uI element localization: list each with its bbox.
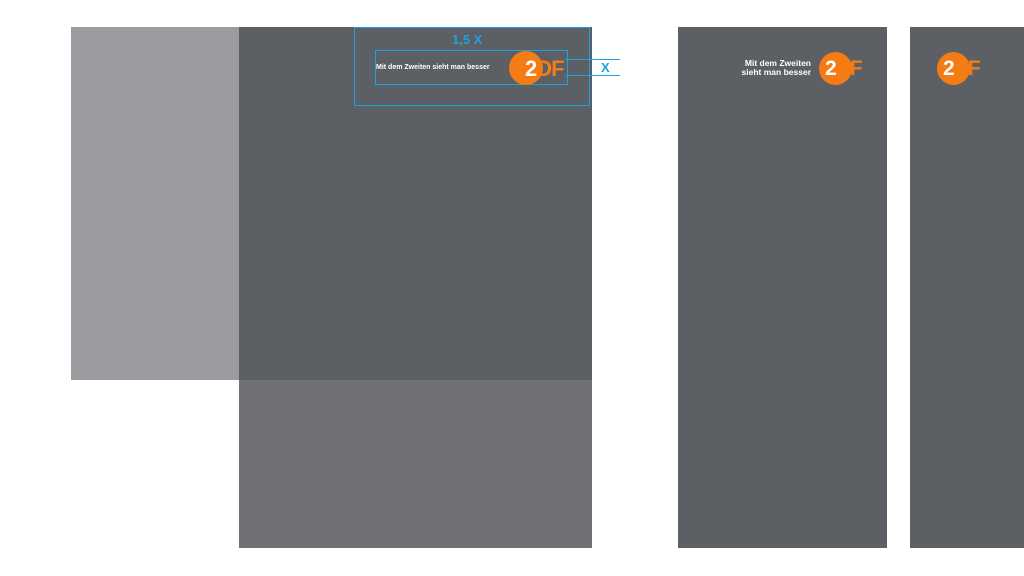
slogan-text: Mit dem Zweiten sieht man besser xyxy=(376,64,490,71)
logo-wordmark: 2DF xyxy=(943,57,981,81)
clearspace-inner-guide xyxy=(375,50,568,85)
x-guide-bottom-line xyxy=(565,75,620,76)
logo-orange-circle xyxy=(819,52,852,85)
x-dimension-label: X xyxy=(601,60,610,75)
light-gray-panel xyxy=(71,27,239,380)
vertical-banner-narrow xyxy=(910,27,1024,548)
zdf-logo: 2DF xyxy=(509,51,569,85)
bottom-gray-panel xyxy=(239,380,592,548)
logo-letters-df: DF xyxy=(835,57,863,80)
vertical-banner-wide xyxy=(678,27,887,548)
zdf-logo-banner: 2DF xyxy=(819,52,869,86)
x-guide-top-line xyxy=(565,59,620,60)
logo-letter-z: 2 xyxy=(525,56,537,81)
zdf-logo-narrow: 2DF xyxy=(937,52,987,86)
logo-wordmark: 2DF xyxy=(825,57,863,81)
logo-letter-z: 2 xyxy=(825,57,837,80)
logo-orange-circle xyxy=(509,51,543,85)
logo-letters-df: DF xyxy=(536,56,564,81)
logo-wordmark: 2DF xyxy=(525,56,565,82)
logo-orange-circle xyxy=(937,52,970,85)
logo-letter-z: 2 xyxy=(943,57,955,80)
outer-dimension-label: 1,5 X xyxy=(452,32,483,47)
clearspace-outer-guide xyxy=(354,27,590,106)
logo-letters-df: DF xyxy=(953,57,981,80)
slogan-text-two-lines: Mit dem Zweiten sieht man besser xyxy=(741,58,811,77)
main-dark-panel xyxy=(239,27,592,380)
